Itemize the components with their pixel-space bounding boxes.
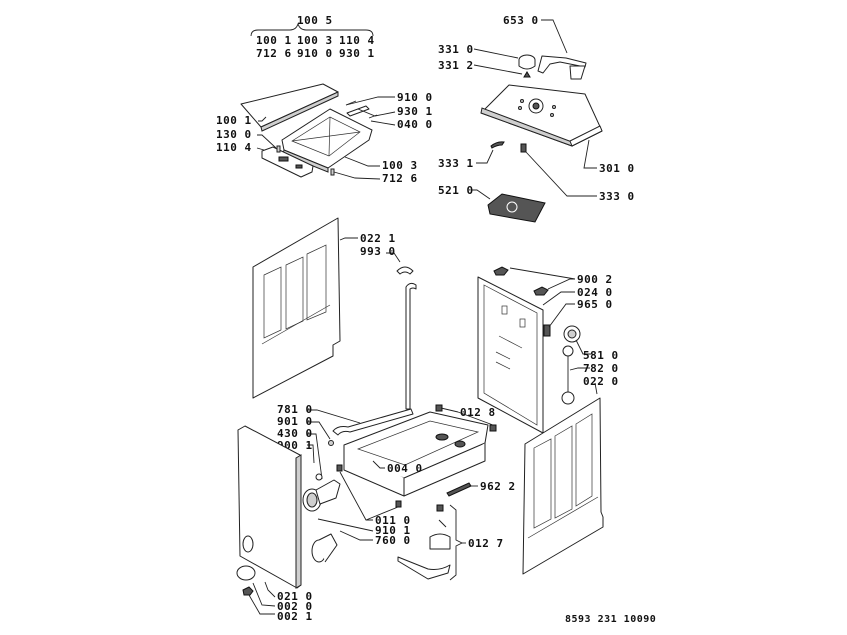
callout-002-1: 002 1 (277, 610, 313, 623)
lid-group-member: 712 6 (256, 47, 292, 60)
lid-group-member: 110 4 (339, 34, 375, 47)
pump-filter (311, 533, 338, 563)
callout-024-0: 024 0 (577, 286, 613, 299)
callout-910-0: 910 0 (397, 91, 433, 104)
callout-301-0: 301 0 (599, 162, 635, 175)
lid-group-header: 100 5 (297, 14, 333, 27)
callout-004-0: 004 0 (387, 462, 423, 475)
foot (489, 424, 497, 432)
callout-712-6: 712 6 (382, 172, 418, 185)
callout-331-0: 331 0 (438, 43, 474, 56)
callout-021-0: 021 0 (277, 590, 313, 603)
callout-040-0: 040 0 (397, 118, 433, 131)
electronic-module (487, 193, 546, 223)
callout-011-0: 011 0 (375, 514, 411, 527)
callout-012-8: 012 8 (460, 406, 496, 419)
callout-130-0: 130 0 (216, 128, 252, 141)
drain-hose (396, 266, 417, 410)
lid-group-member: 930 1 (339, 47, 375, 60)
lid-group-member: 100 1 (256, 34, 292, 47)
pump-seal (315, 473, 323, 481)
frame-screw (330, 168, 335, 176)
front-panel (237, 425, 302, 589)
callout-782-0: 782 0 (583, 362, 619, 375)
hinge-bracket (533, 286, 549, 296)
callout-760-0: 760 0 (375, 534, 411, 547)
foot (336, 464, 343, 472)
callout-965-0: 965 0 (577, 298, 613, 311)
lid-frame (281, 108, 373, 173)
control-panel-console (480, 84, 603, 147)
foot (395, 500, 402, 508)
light-part (520, 143, 527, 153)
lid-group-member: 100 3 (297, 34, 333, 47)
lid-clip (242, 586, 254, 596)
water-inlet-hose (332, 408, 414, 436)
callout-110-4: 110 4 (216, 141, 252, 154)
callout-100-1: 100 1 (216, 114, 252, 127)
drain-pump (302, 479, 341, 512)
lid-handle (261, 146, 314, 178)
callout-581-0: 581 0 (583, 349, 619, 362)
callout-521-0: 521 0 (438, 184, 474, 197)
callout-012-7: 012 7 (468, 537, 504, 550)
callout-962-2: 962 2 (480, 480, 516, 493)
lid-group-member: 910 0 (297, 47, 333, 60)
callout-993-0: 993 0 (360, 245, 396, 258)
right-side-panel (522, 397, 604, 575)
callout-781-0: 781 0 (277, 403, 313, 416)
callout-333-0: 333 0 (599, 190, 635, 203)
left-side-panel (252, 217, 341, 399)
knob-insert (523, 71, 531, 78)
lid-panel (240, 83, 339, 132)
callout-901-0: 901 0 (277, 415, 313, 428)
callout-430-0: 430 0 (277, 427, 313, 440)
callout-002-0: 002 0 (277, 600, 313, 613)
callout-910-1: 910 1 (375, 524, 411, 537)
lid-group-brace (250, 22, 374, 37)
callout-653-0: 653 0 (503, 14, 539, 27)
pulley-motor-part (563, 325, 581, 343)
lid-screw (276, 145, 281, 153)
callout-333-1: 333 1 (438, 157, 474, 170)
drive-belt (561, 345, 575, 405)
drain-valve-group (397, 504, 451, 580)
callout-100-3: 100 3 (382, 159, 418, 172)
switch-part (490, 141, 505, 149)
inlet-clamp (328, 440, 334, 446)
callout-900-2: 900 2 (577, 273, 613, 286)
callout-022-0: 022 0 (583, 375, 619, 388)
filter-access-lid (236, 565, 256, 581)
control-knob (518, 54, 536, 70)
callout-022-1: 022 1 (360, 232, 396, 245)
drawing-number: 8593 231 10090 (565, 614, 656, 625)
hinge-bracket (493, 266, 509, 276)
filter-part (543, 324, 551, 337)
control-pcb-bracket (537, 55, 587, 80)
base-frame (343, 411, 489, 497)
shock-absorber (446, 482, 472, 497)
callout-930-1: 930 1 (397, 105, 433, 118)
callout-331-2: 331 2 (438, 59, 474, 72)
